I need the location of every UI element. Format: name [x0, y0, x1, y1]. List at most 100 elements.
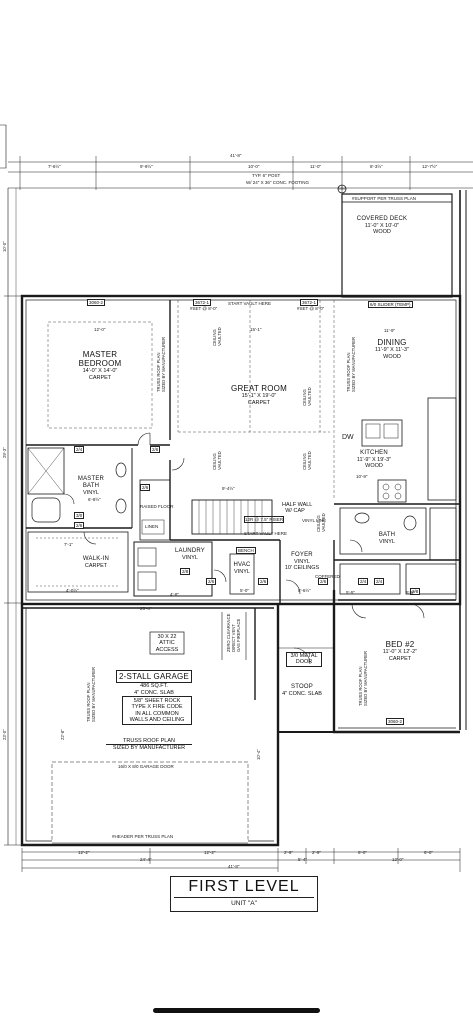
bed2-material: CARPET: [388, 655, 412, 662]
kitchen-name: KITCHEN: [360, 450, 388, 456]
garage-label: 2-STALL GARAGE 486 SQ.FT. 4" CONC. SLAB: [112, 670, 196, 696]
window-tag-great-left: 3672-1: [193, 299, 212, 307]
master-bath-name: MASTER BATH: [77, 476, 105, 489]
dining-label: DINING 11'-9" X 11'-3" WOOD: [364, 338, 420, 360]
fire-code-line-1: 5/8" SHEET ROCK: [133, 698, 181, 704]
dining-name: DINING: [377, 338, 407, 347]
dim-interior-10: 7'-1": [64, 542, 73, 547]
truss-garage-line-1: TRUSS ROOF PLAN: [106, 738, 192, 746]
master-bedroom-material: CARPET: [88, 374, 112, 381]
dim-interior-15: 22'-8": [60, 729, 65, 740]
laundry-label: LAUNDRY VINYL: [170, 548, 210, 561]
dim-interior-13: 12'-0": [94, 327, 106, 332]
window-tag-great-right: 3672-1: [300, 299, 319, 307]
garage-slab: 4" CONC. SLAB: [134, 689, 174, 696]
bed2-label: BED #2 11'-0" X 12'-2" CARPET: [372, 640, 428, 662]
covered-deck-material: WOOD: [373, 229, 391, 236]
door-tag-laundry: 2/8: [180, 568, 191, 576]
great-room-label: GREAT ROOM 15'-1" X 19'-0" CARPET: [222, 384, 296, 406]
raised-floor-label: RAISED FLOOR: [140, 504, 174, 509]
foyer-ceiling: 10' CEILINGS: [284, 565, 320, 572]
master-bedroom-size: 14'-0" X 14'-0": [82, 368, 118, 375]
door-tag-bed2: 2/8: [410, 588, 421, 596]
stoop-slab: 4" CONC. SLAB: [282, 690, 322, 697]
kitchen-label: KITCHEN 11'-9" X 19'-3" WOOD: [346, 450, 402, 470]
bath-material: VINYL: [379, 538, 395, 545]
dim-interior-11: 11'-9": [384, 328, 396, 333]
door-tag-stair: 3/0: [74, 512, 85, 520]
master-bath-material: VINYL: [83, 489, 99, 496]
dimension-bottom-1: 12'-2": [78, 850, 90, 855]
walk-in-material: CARPET: [84, 562, 108, 569]
window-set-right: #SET @ 8'-0": [297, 306, 325, 311]
dim-interior-4: 9'-4½": [222, 486, 235, 491]
home-indicator[interactable]: [153, 1008, 320, 1013]
attic-size: 30 X 22: [157, 634, 177, 640]
half-wall-note: HALF WALL W/ CAP: [282, 502, 312, 515]
dimension-top-6: 12'-7½": [422, 164, 438, 169]
dim-interior-3: 5'-6½": [298, 588, 311, 593]
bath-name: BATH: [378, 532, 396, 538]
header-note: #HEADER PER TRUSS PLAN: [112, 834, 174, 839]
dimension-bottom-2: 24'-4": [140, 857, 152, 862]
dim-interior-14: 10'-9": [356, 474, 368, 479]
vaulted-note-3: CEILING VAULTED: [212, 451, 222, 470]
covered-deck-size: 11'-0" X 10'-0": [364, 222, 400, 229]
master-bedroom-label: MASTER BEDROOM 14'-0" X 14'-0" CARPET: [70, 350, 130, 381]
covered-deck-name: COVERED DECK: [356, 216, 408, 222]
dim-interior-12: 15'-1": [250, 327, 262, 332]
metal-door-note: 3/0 METAL DOOR: [286, 652, 322, 667]
door-tag-master-bedroom: 2/6: [150, 446, 161, 454]
walk-in-name: WALK-IN: [82, 556, 110, 562]
dim-interior-1: 4'-0½": [66, 588, 79, 593]
fireplace-note: ZERO CLEARANCE DIRECT VENT GAS FIREPLACE: [226, 614, 241, 652]
truss-garage-line-2: SIZED BY MANUFACTURER: [112, 745, 186, 752]
title-underline: [174, 897, 314, 898]
dimension-bottom-3: 12'-2": [204, 850, 216, 855]
attic-word: ATTIC: [159, 640, 175, 647]
start-vault-label: START VAULT HERE: [228, 301, 272, 306]
foyer-name: FOYER: [291, 552, 313, 558]
vaulted-2-line-2: VAULTED: [307, 387, 312, 406]
truss-dining-line-2: SIZED BY MANUFACTURER: [351, 336, 356, 392]
dining-size: 11'-9" X 11'-3": [375, 347, 409, 354]
dim-interior-7: 5'-5": [346, 590, 355, 595]
garage-door-label: 16/0 X 8/0 GARAGE DOOR: [118, 764, 174, 769]
start-vault-stair: START VAULT HERE: [244, 531, 288, 536]
dimension-top-1: 7'-6½": [48, 164, 61, 169]
window-tag-bed2: 3060-2: [386, 718, 405, 726]
dimension-bottom-9: 6'-0": [424, 850, 433, 855]
metal-door-line-1: 3/0 METAL: [290, 653, 318, 659]
door-tag-closet: 2/6: [140, 484, 151, 492]
vaulted-note-4: CEILING VAULTED: [302, 451, 312, 470]
dim-interior-16: 10'-4": [256, 749, 261, 760]
vaulted-3-line-2: VAULTED: [217, 451, 222, 470]
vinyl-line-label: VINYL LINE: [302, 518, 327, 523]
title-block: FIRST LEVEL UNIT "A": [170, 876, 318, 912]
half-wall-line-2: W/ CAP: [285, 508, 305, 515]
garage-name: 2-STALL GARAGE: [116, 670, 192, 684]
master-bath-label: MASTER BATH VINYL: [72, 476, 110, 496]
dimension-top-5: 8'-3½": [370, 164, 383, 169]
garage-area: 486 SQ.FT.: [140, 683, 168, 690]
foyer-material: VINYL: [294, 558, 310, 565]
drawing-title: FIRST LEVEL: [188, 878, 300, 895]
linen-label: LINEN: [145, 524, 159, 529]
dishwasher-label: DW: [342, 434, 354, 441]
dimension-left-3: 23'-0": [2, 729, 7, 740]
truss-note-garage: TRUSS ROOF PLAN SIZED BY MANUFACTURER: [106, 738, 192, 752]
footing-note: W/ 24" X 36" CONC. FOOTING: [246, 180, 309, 185]
dim-interior-5: 5'-0": [240, 588, 249, 593]
hvac-label: HVAC VINYL: [230, 562, 254, 575]
dim-interior-9: 4'-8": [170, 592, 179, 597]
laundry-name: LAUNDRY: [175, 548, 205, 554]
support-note: #SUPPORT PER TRUSS PLAN: [352, 196, 417, 201]
door-tag-bath-toilet: 2/6: [74, 522, 85, 530]
dimension-left-2: 29'-3": [2, 447, 7, 458]
fire-code-line-3: IN ALL COMMON: [135, 710, 179, 717]
vaulted-note-1: CEILING VAULTED: [212, 327, 222, 346]
laundry-material: VINYL: [182, 554, 198, 561]
kitchen-material: WOOD: [365, 463, 383, 470]
truss-note-dining: TRUSS ROOF PLAN SIZED BY MANUFACTURER: [346, 337, 356, 392]
